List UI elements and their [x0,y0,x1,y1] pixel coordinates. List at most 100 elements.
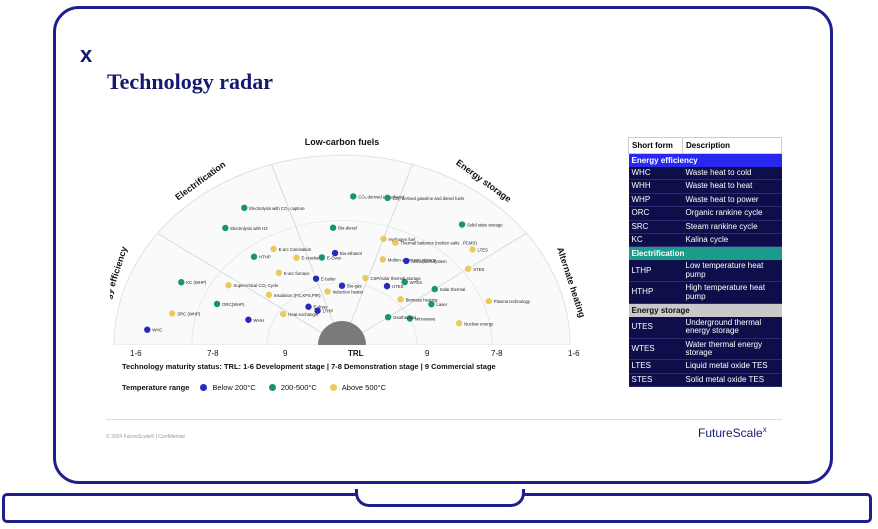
radar-point [403,257,410,265]
radar-ring [191,220,493,345]
radar-point-label: E-cracker [301,256,320,261]
radar-point [324,288,331,295]
radar-point-label: CO₂ derived gasoline and diesel fuels [393,196,465,201]
radar-background [113,154,571,345]
radar-point-label: WTES [410,280,423,285]
radar-point-label: ORC(WHP) [222,302,245,307]
radar-point-label: Solar thermal [440,287,466,292]
radar-point-label: E-arc furnace [284,271,310,276]
section-header: Energy storage [628,303,782,317]
maturity-status: Technology maturity status: TRL: 1-6 Dev… [122,362,496,371]
legend-dot-icon [268,384,276,391]
radar-point [380,235,387,243]
radar-point [383,282,391,290]
radar-point-label: CO₂ derived e-methanol [358,194,404,199]
radar-point [384,194,391,202]
radar-point-label: KC (WHP) [186,280,207,285]
radar-point [469,246,476,253]
legend-item-200-500: 200-500°C [280,383,317,392]
col-header-short: Short form [628,137,683,154]
temperature-legend: Temperature range Below 200°C 200-500°C … [122,383,386,392]
radar-point-label: Microwave [415,316,436,321]
laptop-notch [355,489,525,507]
brand-logo-icon: x [80,42,93,67]
scale-label: 1-6 [568,349,580,358]
radar-point [178,279,185,286]
radar-point-label: CSP/solar thermal storage [370,276,421,281]
radar-point-label: WHH [253,318,263,323]
radar-point [406,315,414,322]
radar-point-label: E-dryer [313,305,328,310]
radar-point [362,274,369,282]
radar-point [270,245,277,253]
radar-hub [318,321,366,345]
slide-title: Technology radar [107,69,274,94]
radar-point [455,320,463,327]
radar-point-label: Absorption system [411,259,447,264]
radar-points: Supercritical CO₂ Cycle KC (WHP) SRC (WHP)… [144,193,531,333]
radar-point-label: Bio-diesel [338,226,357,231]
radar-sector-divider [341,164,413,345]
radar-point [168,310,176,317]
radar-point-label: LTES [478,247,489,252]
radar-point [225,282,232,289]
radar-point-label: Electrolysis with CO₂ capture [249,206,305,211]
col-header-desc: Description [682,137,782,154]
scale-label: 7-8 [207,349,219,358]
radar-point [245,316,252,323]
radar-point [280,310,287,318]
legend-item-above-500: Above 500°C [341,383,387,392]
radar-point-label: E-boiler [321,277,336,282]
radar-point-label: Hydrogen fuel [389,237,416,242]
radar-point [144,326,151,333]
radar-point [379,256,387,263]
radar-point-label: SRC (WHP) [177,311,201,316]
radar-point-label: Supercritical CO₂ Cycle [234,283,279,288]
radar-point [397,296,404,303]
radar-point [213,300,221,308]
section-header: Energy efficiency [628,153,782,167]
radar-point-label: Biomass heating [406,297,438,302]
radar-outer-arc [113,154,571,345]
radar-point-label: Plasma technology [494,299,531,304]
radar-point [275,269,283,277]
radar-point-label: Molten aluminum storage [388,257,437,262]
radar-point-label: Electrolysis with H2 [230,226,268,231]
radar-point [265,291,273,299]
radar-point [338,282,346,289]
technology-radar: Energy efficiencyElectrificationLow-carb… [110,137,587,345]
footer-brand-name: FutureScale [698,426,763,440]
radar-point [250,253,258,260]
radar-point-label: Bio-ethanol [340,251,362,256]
radar-point [392,239,399,246]
radar-point-label: Thermal batteries (molten salts , PCMS) [400,241,477,246]
radar-point-label: Geothermal [393,315,415,320]
radar-point [331,249,339,257]
radar-sector-divider [157,232,343,345]
radar-point [222,224,229,232]
scale-label: 9 [425,349,430,358]
legend-dot-icon [200,384,208,391]
radar-point [329,224,337,231]
section-header: Electrification [628,246,782,261]
radar-point-label: UTES [392,284,404,289]
radar-point-label: Nuclear energy [464,321,494,326]
radar-point-label: Insulation (FG,XPS,PIR) [274,293,321,298]
scale-label: 7-8 [491,349,503,358]
radar-point [384,313,392,321]
legend-dot-icon [329,384,337,391]
radar-point [485,297,492,305]
scale-label: 9 [283,349,288,358]
radar-point [241,204,248,212]
